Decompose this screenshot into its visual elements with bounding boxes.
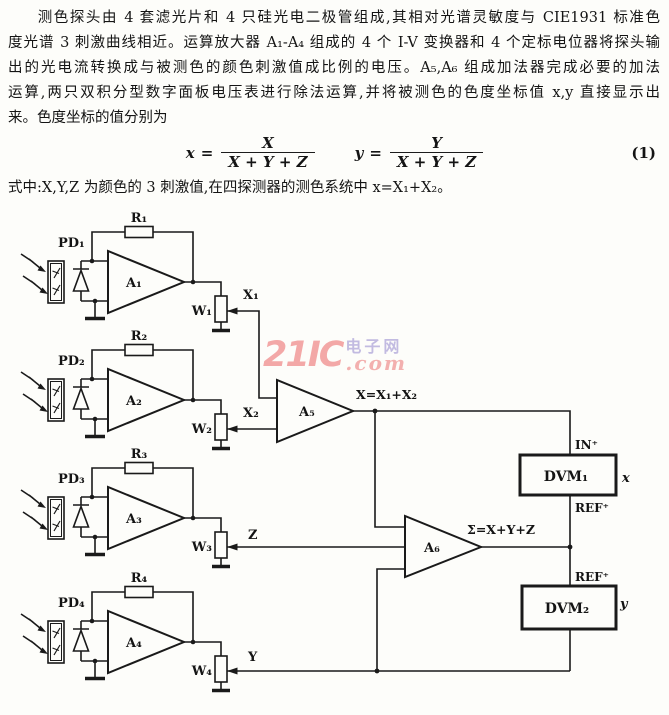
x1-signal-label: X₁ bbox=[243, 288, 259, 303]
x2-signal-label: X₂ bbox=[243, 406, 259, 421]
equation-number: (1) bbox=[631, 144, 656, 162]
intro-paragraph: 测色探头由 4 套滤光片和 4 只硅光电二极管组成,其相对光谱灵敏度与 CIE1… bbox=[0, 0, 669, 131]
fraction-x-numerator: X bbox=[262, 134, 274, 152]
chromaticity-formula: x = X X + Y + Z y = Y X + Y + Z (1) bbox=[0, 131, 669, 175]
x-sum-wire bbox=[353, 410, 571, 455]
a5-label: A₅ bbox=[298, 405, 315, 420]
fraction-x-denominator: X + Y + Z bbox=[221, 152, 315, 171]
dvm1-display-x: x bbox=[621, 471, 630, 486]
fraction-y-denominator: X + Y + Z bbox=[389, 152, 484, 171]
x-to-adder-sum-wire bbox=[374, 411, 405, 528]
w2-label: W₂ bbox=[191, 422, 212, 437]
dvm1-label: DVM₁ bbox=[544, 469, 588, 485]
pd3-label: PD₃ bbox=[58, 472, 85, 487]
r3-label: R₃ bbox=[131, 447, 148, 462]
dvm2-ref-pin-label: REF⁺ bbox=[575, 570, 609, 584]
paragraph-line: 度光谱 3 刺激曲线相近。运算放大器 A₁-A₄ 组成的 4 个 I-V 变换器… bbox=[8, 35, 660, 51]
a1-label: A₁ bbox=[125, 276, 142, 291]
formula-x-lhs: x bbox=[185, 144, 195, 162]
adder-x-triangle bbox=[276, 378, 356, 444]
dvm2-label: DVM₂ bbox=[545, 601, 589, 617]
paragraph-line: 测色探头由 4 套滤光片和 4 只硅光电二极管组成,其相对光谱灵敏度与 CIE1… bbox=[37, 10, 660, 26]
equals-sign: = bbox=[369, 144, 382, 162]
paragraph-line: 来。色度坐标的值分别为 bbox=[8, 110, 168, 126]
a2-label: A₂ bbox=[125, 394, 142, 409]
r1-label: R₁ bbox=[131, 211, 148, 226]
x1-wire bbox=[227, 310, 277, 399]
fraction-x: X X + Y + Z bbox=[221, 134, 315, 171]
equals-sign: = bbox=[200, 144, 214, 162]
interconnect-wires bbox=[227, 310, 618, 674]
pd2-label: PD₂ bbox=[58, 354, 85, 369]
formula-y: y = Y X + Y + Z bbox=[355, 135, 484, 171]
dvm2-display-y: y bbox=[619, 597, 629, 612]
circuit-schematic-svg: PD₁ R₁ A₁ W₁ X₁ PD₂ R₂ A₂ W₂ X₂ PD₃ R₃ A… bbox=[19, 211, 630, 693]
pd4-label: PD₄ bbox=[58, 596, 85, 611]
w4-label: W₄ bbox=[191, 664, 213, 679]
dvm1-box bbox=[518, 453, 618, 497]
r2-label: R₂ bbox=[131, 329, 148, 344]
dvm1-ref-pin-label: REF⁺ bbox=[575, 501, 609, 515]
w1-label: W₁ bbox=[191, 304, 212, 319]
z-signal-label: Z bbox=[248, 528, 258, 543]
formula-x: x = X X + Y + Z bbox=[186, 135, 315, 171]
y-signal-label: Y bbox=[247, 650, 258, 665]
r4-label: R₄ bbox=[131, 571, 148, 586]
formula-note: 式中:X,Y,Z 为颜色的 3 刺激值,在四探测器的测色系统中 x=X₁+X₂。 bbox=[8, 180, 452, 196]
a6-label: A₆ bbox=[423, 541, 440, 556]
pd1-label: PD₁ bbox=[58, 236, 85, 251]
fraction-y-numerator: Y bbox=[431, 134, 442, 152]
sigma-equation-label: Σ=X+Y+Z bbox=[467, 522, 535, 537]
dvm2-box bbox=[520, 584, 618, 631]
fraction-y: Y X + Y + Z bbox=[389, 134, 484, 171]
a3-label: A₃ bbox=[125, 512, 142, 527]
circuit-diagram: PD₁ R₁ A₁ W₁ X₁ PD₂ R₂ A₂ W₂ X₂ PD₃ R₃ A… bbox=[0, 199, 669, 715]
paragraph-line: 出的光电流转换成与被测色的颜色刺激值成比例的电压。A₅,A₆ 组成加法器完成必要… bbox=[8, 60, 660, 76]
y-to-adder-sum-wire bbox=[376, 568, 405, 671]
paragraph-line: 运算,两只双积分型数字面板电压表进行除法运算,并将被测色的色度坐标值 x,y 直… bbox=[8, 85, 660, 101]
formula-y-lhs: y bbox=[354, 144, 364, 162]
x-sum-equation-label: X=X₁+X₂ bbox=[356, 387, 417, 402]
dvm1-in-pin-label: IN⁺ bbox=[575, 438, 598, 452]
adder-sum-triangle bbox=[404, 514, 484, 579]
a4-label: A₄ bbox=[125, 636, 142, 651]
w3-label: W₃ bbox=[191, 540, 213, 555]
